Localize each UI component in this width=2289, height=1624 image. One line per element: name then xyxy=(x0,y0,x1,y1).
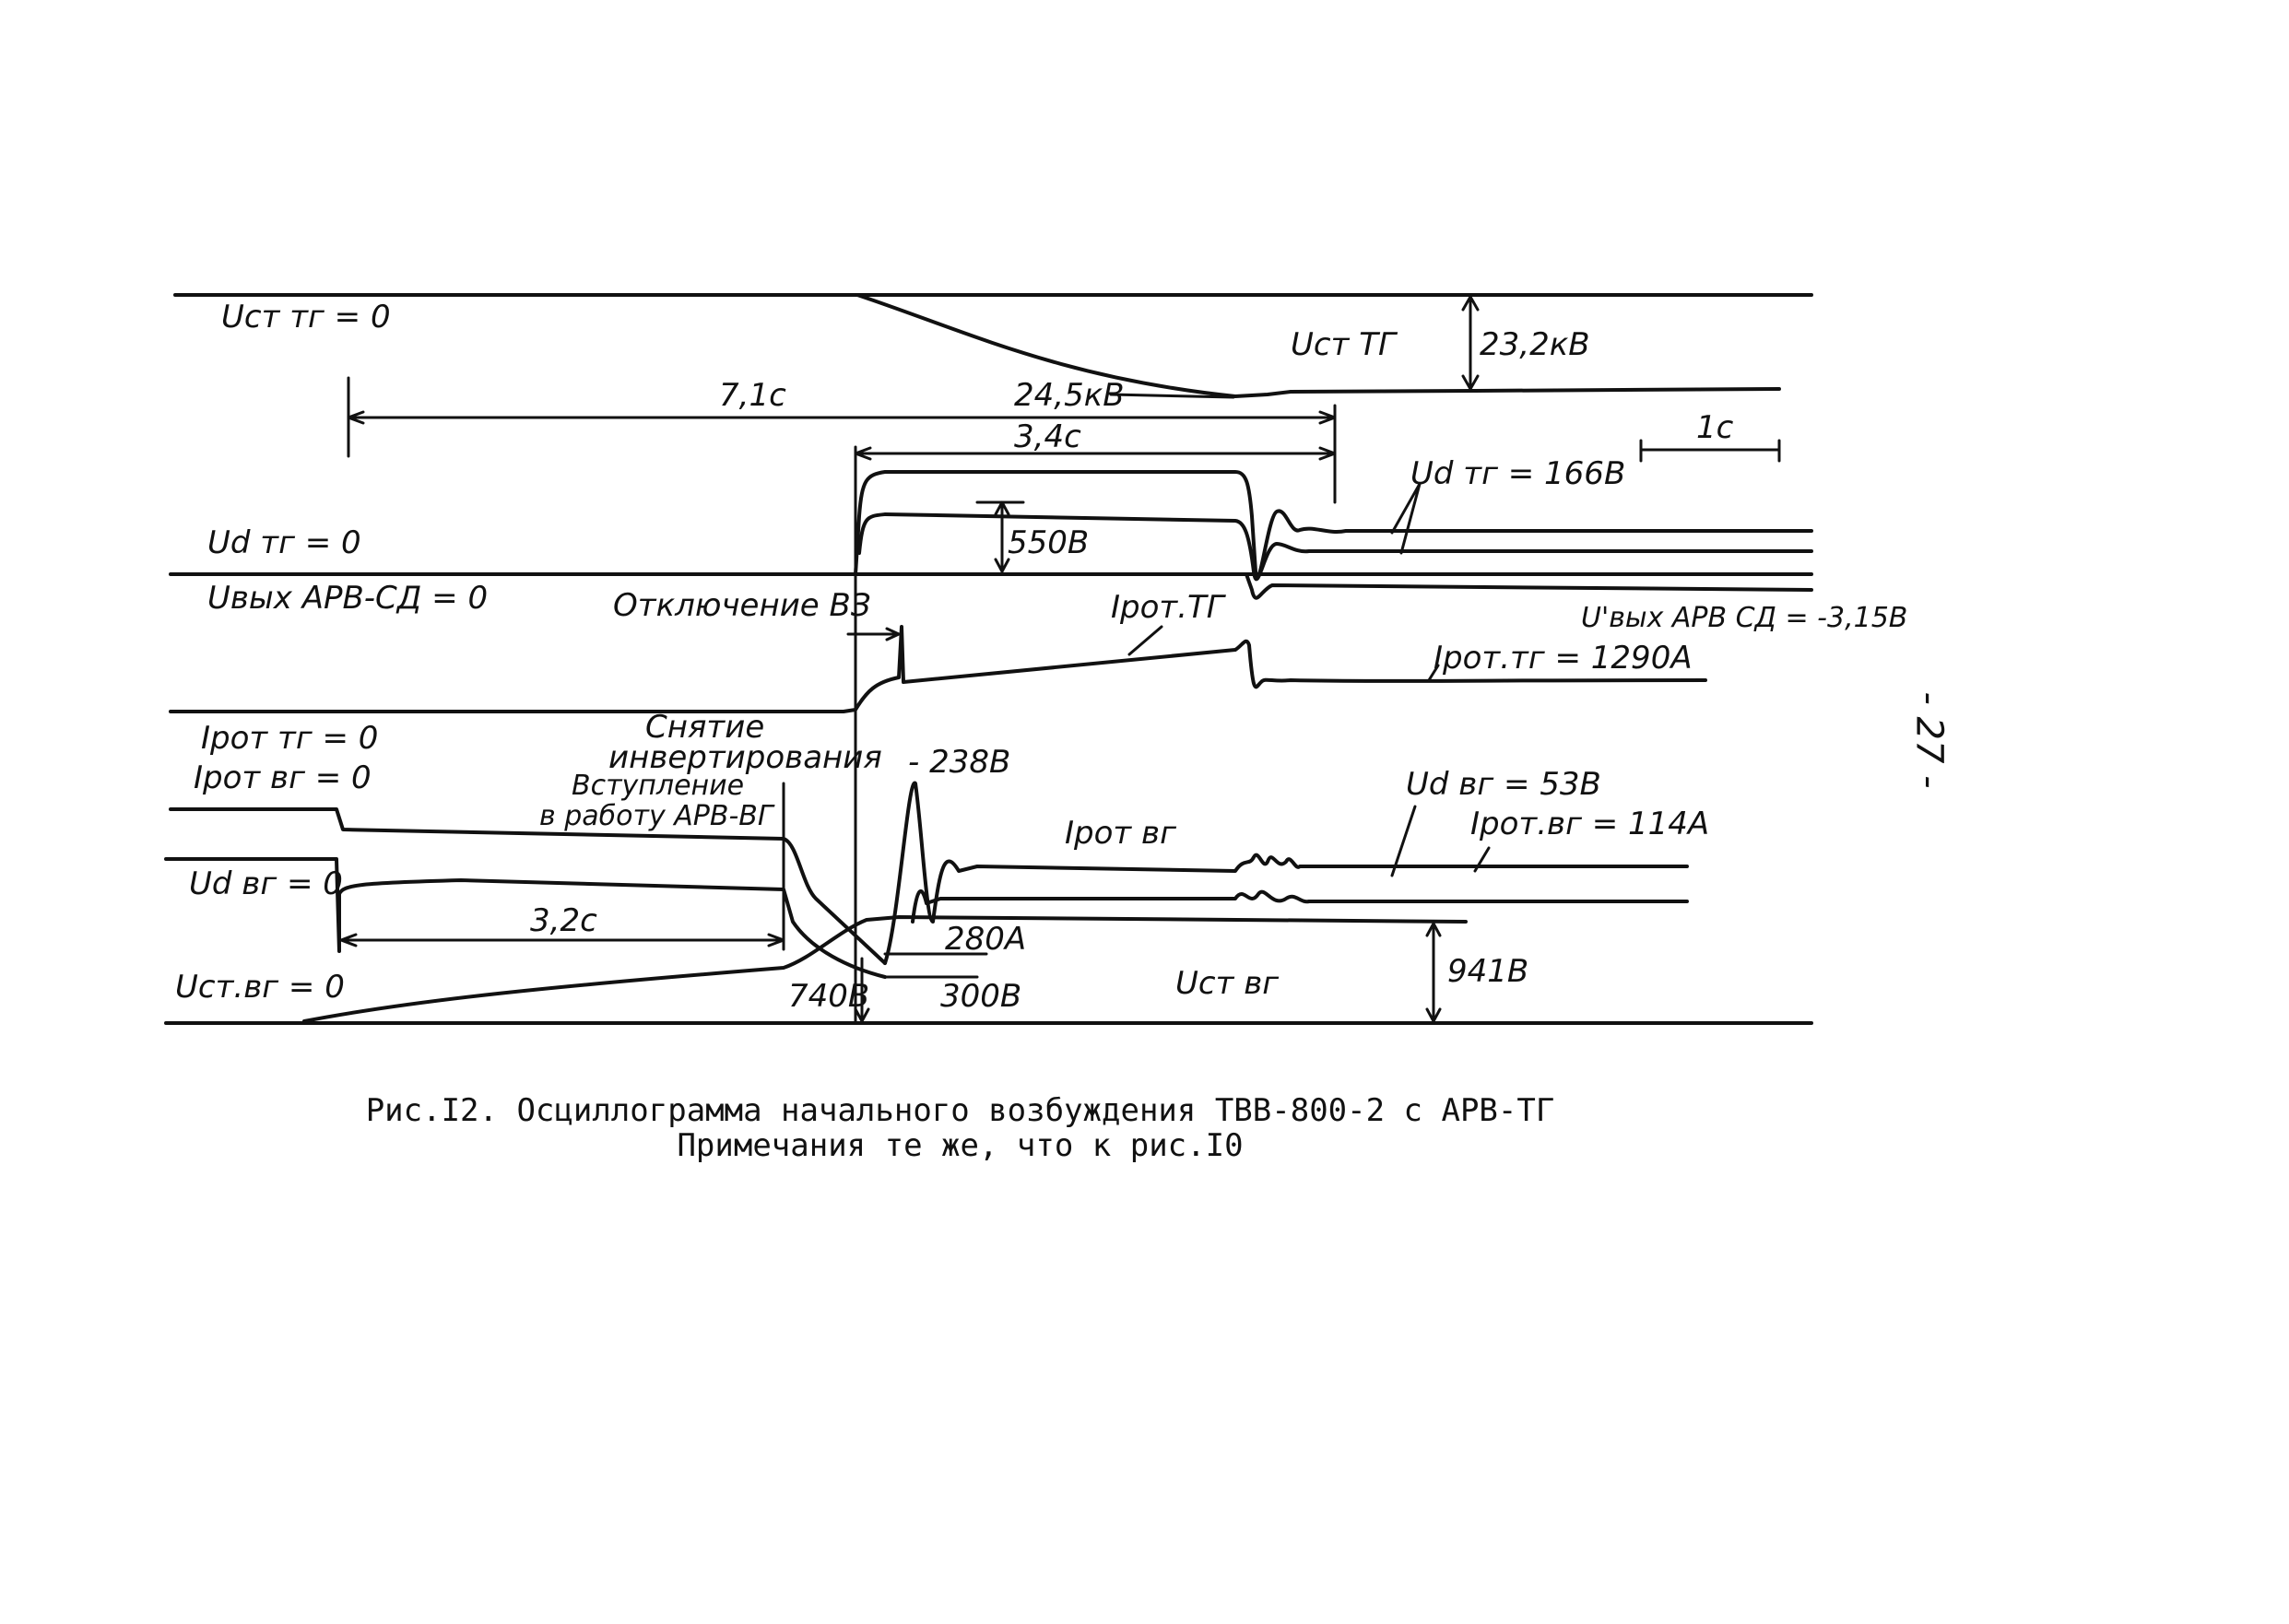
label-t-34: 3,4с xyxy=(1014,418,1081,455)
label-u-vyh-arv-sd-zero: Uвых АРВ-СД = 0 xyxy=(207,580,488,617)
label-u-st-vg-zero: Uст.вг = 0 xyxy=(175,969,345,1006)
label-u-d-tg-val: Ud тг = 166В xyxy=(1410,455,1625,492)
label-otkl-vz: Отключение ВЗ xyxy=(613,587,871,624)
label-i-rot-vg-zero: Iрот вг = 0 xyxy=(194,759,372,796)
label-vstup-2: в работу АРВ-ВГ xyxy=(539,800,775,832)
label-u-st-tg-zero: Uст тг = 0 xyxy=(221,299,391,335)
label-u-st-tg-val: 23,2кВ xyxy=(1480,326,1590,363)
trace-u-st-tg xyxy=(855,293,1781,398)
label-u-d-tg-zero: Ud тг = 0 xyxy=(207,524,361,561)
trace-u-vyh-arv-sd xyxy=(1245,572,1813,600)
label-snyatie-1: Снятие xyxy=(645,709,764,746)
label-u-minus-238: - 238В xyxy=(908,744,1010,781)
label-u-st-vg: Uст вг xyxy=(1175,965,1280,1002)
label-i-rot-vg: Iрот вг xyxy=(1065,815,1177,852)
label-u-941: 941В xyxy=(1447,953,1528,990)
label-i-rot-vg-val: Iрот.вг = 114А xyxy=(1470,806,1709,842)
label-u-300: 300В xyxy=(940,978,1021,1015)
figure-note: Примечания те же, что к рис.I0 xyxy=(677,1127,1244,1164)
label-snyatie-2: инвертирования xyxy=(608,739,882,776)
label-i-rot-tg: Iрот.ТГ xyxy=(1111,589,1227,626)
trace-i-rot-vg xyxy=(169,807,887,965)
label-u-740: 740В xyxy=(788,978,869,1015)
label-vstup-1: Вступление xyxy=(572,770,744,802)
label-u-d-vg-zero: Ud вг = 0 xyxy=(189,865,343,902)
label-i-rot-tg-val: Iрот.тг = 1290А xyxy=(1434,640,1693,677)
trace-i-rot-tg xyxy=(169,625,1707,713)
label-u-st-tg: Uст ТГ xyxy=(1291,326,1398,363)
label-u-vyh-arv-sd-val: U'вых АРВ СД = -3,15В xyxy=(1581,602,1907,634)
label-t-71: 7,1с xyxy=(719,377,786,414)
page-number: - 27 - xyxy=(1899,677,1954,797)
label-t-32: 3,2с xyxy=(530,902,597,939)
trace-u-d-vg-right xyxy=(911,888,1689,924)
label-t-1: 1с xyxy=(1696,409,1734,446)
trace-u-d-vg xyxy=(164,857,887,979)
trace-u-st-vg xyxy=(302,915,1468,1023)
figure-caption: Рис.I2. Осциллограмма начального возбужд… xyxy=(365,1092,1555,1129)
label-u-d-vg-val: Ud вг = 53В xyxy=(1406,766,1601,803)
trace-u-d-tg-lower xyxy=(857,512,1813,582)
label-i-rot-tg-zero: Iрот тг = 0 xyxy=(201,720,378,757)
label-u-d-tg-550: 550В xyxy=(1008,524,1089,561)
label-u-st-tg-start: 24,5кВ xyxy=(1014,377,1125,414)
page-number-text: - 27 - xyxy=(1907,691,1951,789)
label-i-280: 280А xyxy=(945,921,1026,958)
